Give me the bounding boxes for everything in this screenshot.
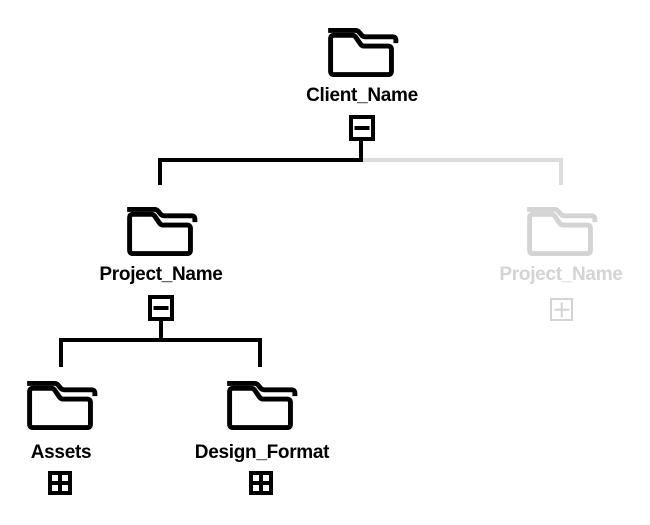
- folder-icon: [125, 204, 198, 257]
- node-label-client-name: Client_Name: [306, 85, 418, 106]
- plus-icon: [560, 302, 563, 317]
- collapse-toggle-project-name-left[interactable]: [148, 295, 174, 321]
- tree-connector-stub-project: [159, 321, 163, 342]
- expand-toggle-assets[interactable]: [48, 471, 72, 495]
- folder-icon: [225, 378, 298, 431]
- node-label-design-format: Design_Format: [194, 442, 330, 463]
- plus-icon: [259, 475, 263, 491]
- tree-connector-horizontal-client-left: [158, 158, 363, 162]
- folder-icon: [326, 25, 399, 78]
- tree-connector-horizontal-project: [59, 338, 262, 342]
- collapse-toggle-client-name[interactable]: [349, 115, 375, 141]
- node-label-assets: Assets: [30, 442, 92, 463]
- minus-icon: [153, 306, 169, 310]
- folder-icon: [25, 378, 98, 431]
- expand-toggle-project-name-right[interactable]: [550, 298, 573, 321]
- tree-connector-drop-project-left: [158, 158, 162, 185]
- plus-icon: [58, 475, 62, 491]
- tree-connector-horizontal-client-right: [363, 158, 563, 162]
- node-label-project-name-right: Project_Name: [499, 264, 623, 285]
- expand-toggle-design-format[interactable]: [249, 471, 273, 495]
- node-label-project-name-left: Project_Name: [99, 264, 223, 285]
- tree-connector-drop-design-format: [258, 338, 262, 367]
- folder-icon: [525, 204, 598, 257]
- tree-connector-stub-client: [359, 141, 363, 162]
- tree-connector-drop-assets: [59, 338, 63, 367]
- tree-connector-drop-project-right: [559, 158, 563, 185]
- minus-icon: [354, 126, 370, 130]
